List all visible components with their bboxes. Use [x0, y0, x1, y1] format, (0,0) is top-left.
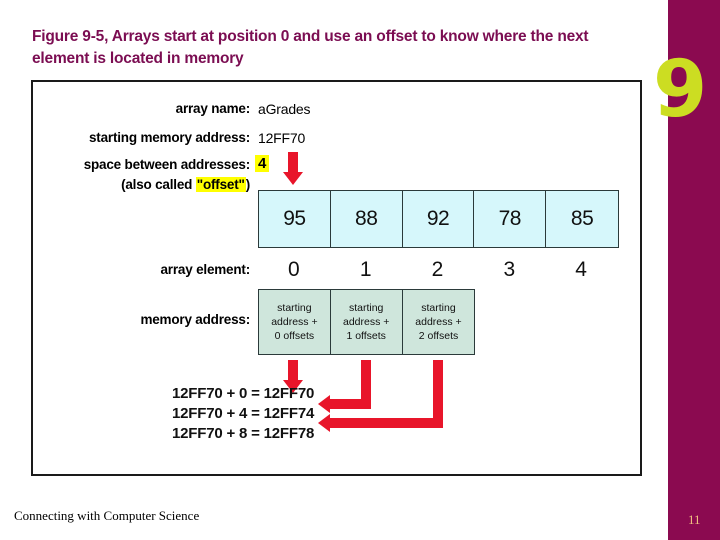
array-index: 1	[359, 258, 372, 281]
array-value-row: 95 88 92 78 85	[258, 190, 619, 248]
mem-line-3: 2 offsets	[418, 330, 459, 342]
calculation-line: 12FF70 + 0 = 12FF70	[172, 385, 315, 402]
mem-line-1: starting	[348, 302, 384, 314]
label-memory-address: memory address:	[140, 312, 250, 327]
mem-line-2: address +	[415, 316, 462, 328]
array-index: 2	[431, 258, 444, 281]
calculation-line: 12FF70 + 4 = 12FF74	[172, 405, 315, 422]
page-number: 11	[688, 512, 701, 527]
offset-highlight: "offset"	[195, 177, 246, 192]
mem-line-3: 0 offsets	[274, 330, 315, 342]
chapter-number-badge: 9	[653, 45, 707, 135]
mem-line-1: starting	[421, 302, 456, 314]
array-index: 0	[288, 258, 300, 281]
figure-frame	[31, 80, 642, 476]
footer-text: Connecting with Computer Science	[14, 508, 200, 523]
label-array-element: array element:	[160, 262, 251, 277]
array-cell: 95	[259, 191, 331, 247]
array-cell: 88	[330, 191, 403, 247]
memory-arrow-3-head-icon	[318, 414, 330, 432]
mem-line-2: address +	[271, 316, 318, 328]
array-cell: 85	[546, 191, 618, 247]
memory-address-row: starting address + 0 offsets starting ad…	[258, 289, 476, 355]
memory-arrow-2-vertical	[361, 360, 371, 409]
label-also-called-offset: (also called "offset")	[20, 177, 250, 192]
memory-arrow-3-horizontal	[330, 418, 443, 428]
memory-arrow-3-vertical	[433, 360, 443, 428]
value-array-name: aGrades	[258, 101, 311, 117]
memory-arrow-2-head-icon	[318, 395, 330, 413]
calculation-line: 12FF70 + 8 = 12FF78	[172, 425, 315, 442]
array-index: 4	[575, 258, 587, 281]
figure-caption: Figure 9-5, Arrays start at position 0 a…	[32, 28, 589, 67]
memory-address-cell: starting address + 2 offsets	[402, 290, 475, 354]
mem-line-3: 1 offsets	[346, 330, 386, 342]
offset-arrow-shaft	[288, 152, 298, 174]
label-space-between-addresses: space between addresses:	[83, 157, 250, 172]
memory-arrow-1-shaft	[288, 360, 298, 382]
memory-arrow-1-head-icon	[283, 380, 303, 393]
label-starting-memory-address: starting memory address:	[88, 130, 250, 145]
array-index: 3	[503, 258, 516, 281]
label-array-name: array name:	[175, 101, 251, 116]
mem-line-2: address +	[342, 316, 390, 328]
offset-suffix: )	[245, 177, 251, 192]
address-calculation-block: 12FF70 + 0 = 12FF70 12FF70 + 4 = 12FF74 …	[172, 384, 314, 444]
memory-arrow-2-horizontal	[330, 399, 371, 409]
chapter-sidebar	[668, 0, 720, 540]
value-starting-memory-address: 12FF70	[258, 130, 306, 146]
memory-address-cell: starting address + 1 offsets	[330, 290, 403, 354]
value-space-between-addresses: 4	[255, 155, 270, 172]
array-index-row: 0 1 2 3 4	[258, 256, 617, 284]
offset-arrow-head-icon	[283, 172, 303, 185]
offset-prefix: (also called	[121, 177, 196, 192]
array-cell: 92	[402, 191, 475, 247]
mem-line-1: starting	[277, 302, 312, 314]
array-cell: 78	[474, 191, 547, 247]
memory-address-cell: starting address + 0 offsets	[259, 290, 331, 354]
